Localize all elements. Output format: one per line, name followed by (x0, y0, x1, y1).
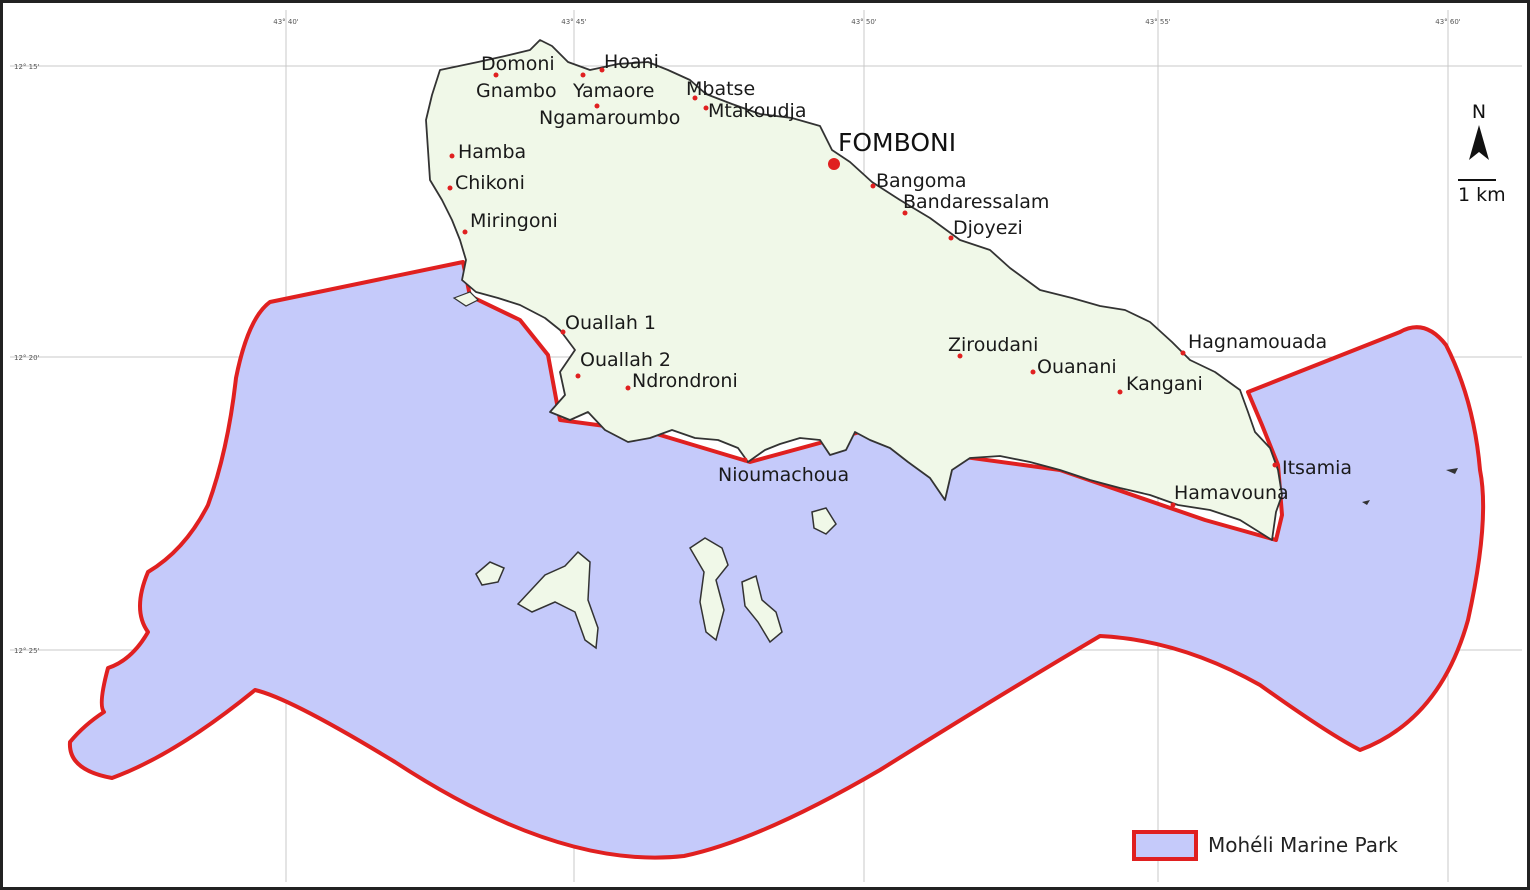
marine-park-area (67, 260, 1486, 860)
village-label-gnambo: Gnambo (476, 80, 557, 102)
grid-label-top: 43° 45' (561, 18, 587, 26)
village-label-kangani: Kangani (1126, 373, 1203, 395)
grid-label-left: 12° 25' (14, 647, 40, 655)
islet (475, 561, 505, 586)
grid-label-top: 43° 60' (1435, 18, 1461, 26)
village-dot (560, 329, 566, 335)
village-label-bangoma: Bangoma (876, 170, 967, 192)
village-dot (594, 103, 600, 109)
village-dot (703, 105, 709, 111)
north-arrow: N (1469, 101, 1489, 160)
village-dot (957, 353, 963, 359)
islet (811, 507, 837, 535)
village-label-hagnamouada: Hagnamouada (1188, 331, 1327, 353)
islet (452, 291, 480, 307)
village-dot (870, 183, 876, 189)
grid-label-top: 43° 40' (273, 18, 299, 26)
village-dot (599, 67, 605, 73)
village-label-ouanani: Ouanani (1037, 356, 1117, 378)
village-label-bandaressalam: Bandaressalam (903, 191, 1049, 213)
village-markers (447, 67, 1278, 508)
legend-label: Mohéli Marine Park (1208, 833, 1398, 857)
scale-bar-label: 1 km (1458, 184, 1506, 206)
village-label-ndrondroni: Ndrondroni (632, 370, 738, 392)
village-dot (447, 185, 453, 191)
village-label-mbatse: Mbatse (686, 78, 755, 100)
village-dot (575, 373, 581, 379)
islet (1362, 500, 1370, 505)
village-label-miringoni: Miringoni (470, 210, 558, 232)
scale-bar: 1 km (1458, 179, 1506, 206)
village-dot (1170, 502, 1176, 508)
north-arrow-icon (1469, 125, 1489, 160)
village-label-itsamia: Itsamia (1282, 457, 1352, 479)
village-label-chikoni: Chikoni (455, 172, 525, 194)
village-label-ziroudani: Ziroudani (948, 334, 1038, 356)
moheli-island (425, 39, 1283, 541)
village-dot (462, 229, 468, 235)
village-dot (1030, 369, 1036, 375)
village-dot (449, 153, 455, 159)
village-dot (1117, 389, 1123, 395)
map-canvas: 43° 40' 43° 45' 43° 50' 43° 55' 43° 60' … (10, 10, 1522, 882)
village-label-djoyezi: Djoyezi (953, 217, 1023, 239)
grid-label-left: 12° 15' (14, 63, 40, 71)
village-label-domoni: Domoni (481, 53, 555, 75)
village-label-mtakoudja: Mtakoudja (708, 100, 806, 122)
village-dot (1180, 350, 1186, 356)
village-dot (692, 95, 698, 101)
village-dot (493, 72, 499, 78)
grid-label-top: 43° 50' (851, 18, 877, 26)
capital-label: FOMBONI (838, 128, 956, 157)
grid-label-left: 12° 20' (14, 354, 40, 362)
islet (1446, 468, 1458, 474)
village-dot (948, 235, 954, 241)
village-label-hoani: Hoani (604, 51, 659, 73)
village-dot (902, 210, 908, 216)
islet (688, 537, 729, 642)
village-label-hamavouna: Hamavouna (1174, 482, 1289, 504)
legend-swatch (1132, 830, 1198, 861)
islet (741, 574, 783, 644)
legend: Mohéli Marine Park (1132, 830, 1398, 861)
village-label-ouallah-2: Ouallah 2 (580, 349, 671, 371)
village-label-ouallah-1: Ouallah 1 (565, 312, 656, 334)
village-label-nioumachoua: Nioumachoua (718, 464, 849, 486)
village-label-hamba: Hamba (458, 141, 526, 163)
village-dot (1272, 462, 1278, 468)
grid-label-top: 43° 55' (1145, 18, 1171, 26)
village-label-ngamaroumbo: Ngamaroumbo (539, 107, 680, 129)
islet (516, 550, 599, 650)
village-dot (580, 72, 586, 78)
village-dot (742, 457, 748, 463)
capital-dot (828, 158, 840, 170)
village-dot (625, 385, 631, 391)
north-label: N (1472, 101, 1486, 123)
village-label-yamaore: Yamaore (572, 80, 655, 102)
